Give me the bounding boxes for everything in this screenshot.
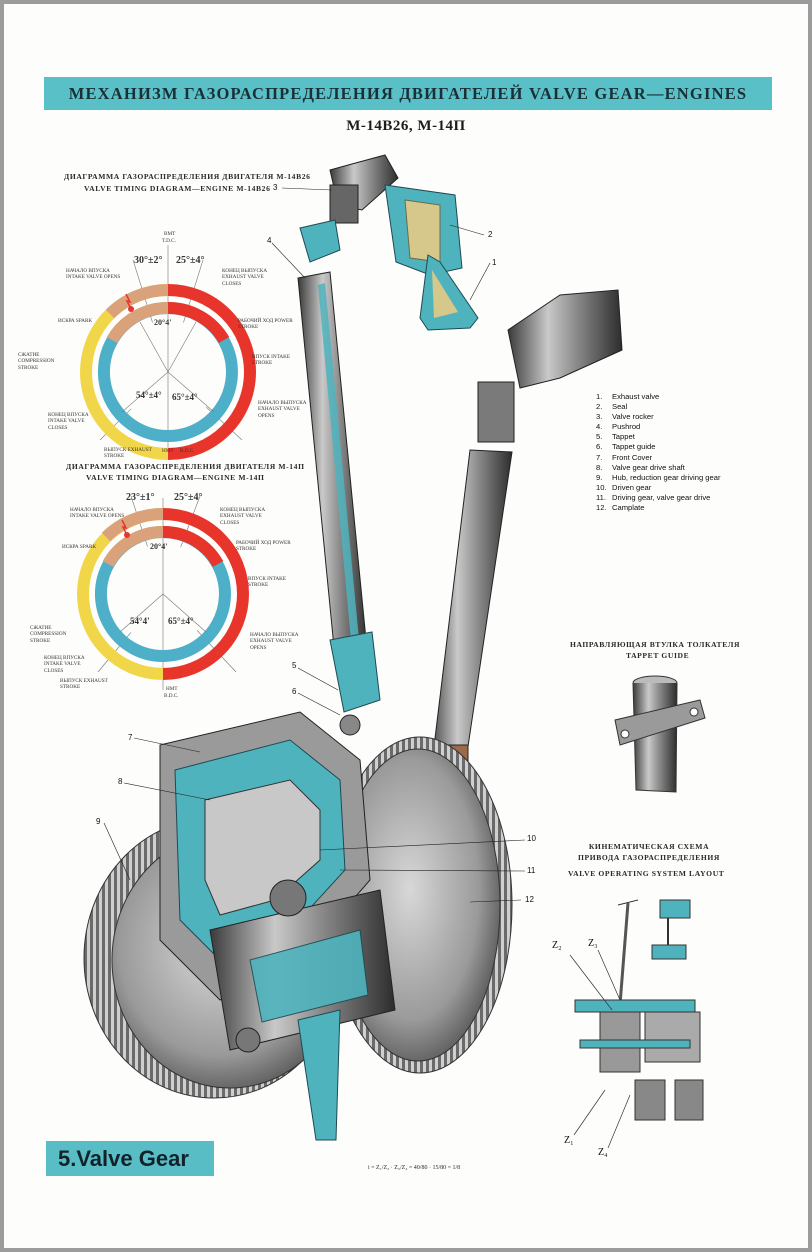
diagram-2-title-en: VALVE TIMING DIAGRAM—ENGINE M-14П <box>86 473 265 482</box>
intake-open-angle-1: 30°±2° <box>134 255 163 266</box>
reduction-gear-assembly <box>83 711 513 1141</box>
legend-item: 5.Tappet <box>596 432 635 442</box>
tdc-label-1: ВМТ <box>164 231 176 237</box>
diagram-1-title-en: VALVE TIMING DIAGRAM—ENGINE M-14B26 <box>84 184 271 193</box>
legend-item: 8.Valve gear drive shaft <box>596 462 685 472</box>
title-banner: МЕХАНИЗМ ГАЗОРАСПРЕДЕЛЕНИЯ ДВИГАТЕЛЕЙ VA… <box>44 77 772 110</box>
tappet-guide-drawing <box>614 675 706 793</box>
callout-9: 9 <box>96 817 101 826</box>
pushrod-tube <box>297 271 381 736</box>
power-stroke-label-1: РАБОЧИЙ ХОД POWER STROKE <box>238 318 293 331</box>
diagram-1-title-ru: ДИАГРАММА ГАЗОРАСПРЕДЕЛЕНИЯ ДВИГАТЕЛЯ М-… <box>64 172 311 181</box>
callout-1: 1 <box>492 258 497 267</box>
legend-item: 2.Seal <box>596 402 628 412</box>
z3-label: Z₃ <box>588 938 598 949</box>
intake-open-angle-2: 23°±1° <box>126 492 155 503</box>
callout-7: 7 <box>128 733 133 742</box>
spark-angle-1: 20°4' <box>154 318 172 327</box>
valve-operating-layout-scheme <box>569 899 704 1149</box>
callout-6: 6 <box>292 687 297 696</box>
callout-10: 10 <box>527 834 536 843</box>
bdc-exhaust-angle-2: 65°±4° <box>168 616 194 626</box>
legend-item: 1.Exhaust valve <box>596 392 660 401</box>
spark-icon <box>121 519 128 536</box>
spark-label-2: ИСКРА SPARK <box>62 544 97 550</box>
spark-angle-2: 20°4' <box>150 542 168 551</box>
tdc-label-en-1: T.D.C. <box>162 238 176 244</box>
callout-5: 5 <box>292 661 297 670</box>
callout-leaders <box>103 187 526 903</box>
intake-opens-label-1: НАЧАЛО ВПУСКА INTAKE VALVE OPENS <box>66 268 121 281</box>
bdc-intake-angle-2: 54°4' <box>130 616 150 626</box>
pushrod-tube-2 <box>417 289 623 801</box>
bdc-label-1: НМТ <box>162 448 174 454</box>
exhaust-closes-label-2: КОНЕЦ ВЫПУСКА EXHAUST VALVE CLOSES <box>220 507 266 526</box>
legend-item: 12.Camplate <box>596 503 645 513</box>
exhaust-close-angle-1: 25°±4° <box>176 255 205 266</box>
callout-8: 8 <box>118 777 123 786</box>
section-badge-label: 5.Valve Gear <box>58 1145 189 1171</box>
intake-opens-label-2: НАЧАЛО ВПУСКА INTAKE VALVE OPENS <box>70 507 125 520</box>
bdc-exhaust-angle-1: 65°±4° <box>172 392 198 402</box>
compression-label-1: СЖАТИЕ COMPRESSION STROKE <box>18 352 55 371</box>
tappet-guide-title-ru: НАПРАВЛЯЮЩАЯ ВТУЛКА ТОЛКАТЕЛЯ <box>570 640 741 649</box>
z4-label: Z₄ <box>598 1147 608 1158</box>
exhaust-stroke-label-1: ВЫПУСК EXHAUST STROKE <box>104 447 152 460</box>
bdc-label-en-2: B.D.C. <box>164 693 179 699</box>
callout-11: 11 <box>527 866 536 875</box>
diagram-2-title-ru: ДИАГРАММА ГАЗОРАСПРЕДЕЛЕНИЯ ДВИГАТЕЛЯ М-… <box>66 462 305 471</box>
z2-label: Z₂ <box>552 940 562 951</box>
timing-diagram-1 <box>79 245 257 460</box>
parts-legend: 1.Exhaust valve 2.Seal 3.Valve rocker 4.… <box>596 392 721 513</box>
poster-title: МЕХАНИЗМ ГАЗОРАСПРЕДЕЛЕНИЯ ДВИГАТЕЛЕЙ VA… <box>68 83 748 103</box>
tappet-guide-title-en: TAPPET GUIDE <box>626 651 690 660</box>
callout-2: 2 <box>488 230 493 239</box>
gear-ratio-formula: i = Z₁/Z₂ · Z₃/Z₄ = 40/80 · 15/80 = 1/8 <box>368 1165 461 1171</box>
intake-closes-label-2: КОНЕЦ ВПУСКА INTAKE VALVE CLOSES <box>44 655 85 674</box>
rocker-assembly <box>299 154 479 331</box>
bdc-label-2: НМТ <box>166 686 178 692</box>
exhaust-opens-label-1: НАЧАЛО ВЫПУСКА EXHAUST VALVE OPENS <box>258 400 307 419</box>
intake-stroke-label-1: ВПУСК INTAKE STROKE <box>252 354 290 367</box>
intake-stroke-label-2: ВПУСК INTAKE STROKE <box>248 576 286 589</box>
power-stroke-label-2: РАБОЧИЙ ХОД POWER STROKE <box>236 540 291 553</box>
layout-scheme-title-ru: КИНЕМАТИЧЕСКАЯ СХЕМА ПРИВОДА ГАЗОРАСПРЕД… <box>578 842 720 862</box>
exhaust-stroke-label-2: ВЫПУСК EXHAUST STROKE <box>60 678 108 691</box>
legend-item: 7.Front Cover <box>596 452 653 462</box>
legend-item: 10.Driven gear <box>596 482 652 492</box>
spark-label-1: ИСКРА SPARK <box>58 318 93 324</box>
exhaust-close-angle-2: 25°±4° <box>174 492 203 503</box>
timing-diagram-2 <box>76 495 250 690</box>
bdc-intake-angle-1: 54°±4° <box>136 390 162 400</box>
exhaust-opens-label-2: НАЧАЛО ВЫПУСКА EXHAUST VALVE OPENS <box>250 632 299 651</box>
exhaust-closes-label-1: КОНЕЦ ВЫПУСКА EXHAUST VALVE CLOSES <box>222 268 268 287</box>
bdc-label-en-1: B.D.C. <box>180 448 195 454</box>
section-badge: 5.Valve Gear <box>46 1141 214 1176</box>
legend-item: 3.Valve rocker <box>596 412 654 422</box>
legend-item: 9.Hub, reduction gear driving gear <box>596 472 721 482</box>
power-stroke-arc <box>167 284 257 460</box>
layout-scheme-title-en: VALVE OPERATING SYSTEM LAYOUT <box>568 869 725 878</box>
z1-label: Z₁ <box>564 1135 574 1146</box>
engine-models-subtitle: M-14B26, M-14П <box>346 118 466 134</box>
callout-3: 3 <box>273 183 278 192</box>
spark-icon <box>125 293 132 310</box>
callout-12: 12 <box>525 895 534 904</box>
compression-label-2: СЖАТИЕ COMPRESSION STROKE <box>30 625 67 644</box>
legend-item: 4.Pushrod <box>596 422 641 432</box>
legend-item: 6.Tappet guide <box>596 442 656 452</box>
legend-item: 11.Driving gear, valve gear drive <box>596 492 711 502</box>
callout-4: 4 <box>267 236 272 245</box>
intake-closes-label-1: КОНЕЦ ВПУСКА INTAKE VALVE CLOSES <box>48 412 89 431</box>
